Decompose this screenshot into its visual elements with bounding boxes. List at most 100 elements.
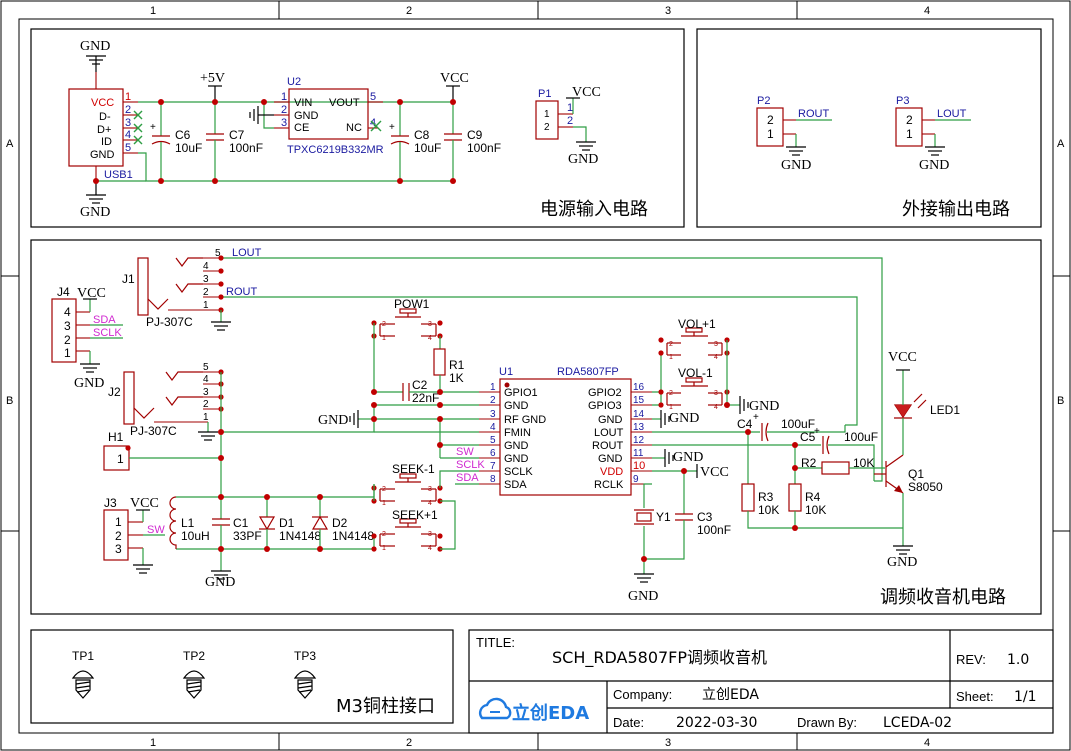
r2-body xyxy=(821,461,850,475)
gnd-label: GND xyxy=(628,589,658,604)
svg-text:1: 1 xyxy=(382,335,386,342)
l1-designator: L1 xyxy=(181,516,195,530)
usb1-pin-dminus: D- xyxy=(99,111,111,123)
u1-pin-gnd-2: GND xyxy=(504,400,529,412)
gnd-symbol xyxy=(249,106,274,124)
tp1-screw-icon xyxy=(71,670,95,699)
j1-designator: J1 xyxy=(122,272,135,286)
j2-part: PJ-307C xyxy=(130,424,177,438)
j4-net-sclk: SCLK xyxy=(93,327,122,339)
u1-pin-9-num: 9 xyxy=(633,474,639,485)
vcc-label: VCC xyxy=(77,286,106,301)
p2-net-rout: ROUT xyxy=(798,108,829,120)
usb1-nc-marks xyxy=(133,110,143,145)
vcc-label: VCC xyxy=(440,71,469,86)
gnd-symbol xyxy=(349,410,359,428)
j1-body xyxy=(137,257,149,316)
u1-pin-1-num: 1 xyxy=(490,382,496,393)
j1-num-1: 1 xyxy=(203,300,209,311)
u1-net-sw: SW xyxy=(456,446,474,458)
u2-pin-vin: VIN xyxy=(294,97,312,109)
c6-designator: C6 xyxy=(175,128,191,142)
svg-text:2: 2 xyxy=(382,321,386,328)
j3-net-sw: SW xyxy=(147,524,165,536)
d1-designator: D1 xyxy=(279,516,295,530)
r3-body xyxy=(741,483,755,512)
r3-designator: R3 xyxy=(758,490,774,504)
u1-pin-sda: SDA xyxy=(504,479,527,491)
j4-num-2: 2 xyxy=(64,333,71,347)
title-block: TITLE: SCH_RDA5807FP调频收音机 REV: 1.0 立创EDA… xyxy=(468,629,1054,734)
ruler-col-1-top: 1 xyxy=(150,5,156,17)
u1-pin-gpio2: GPIO2 xyxy=(588,387,622,399)
p3-designator: P3 xyxy=(896,95,909,107)
gnd-label: GND xyxy=(318,413,348,428)
y1-designator: Y1 xyxy=(656,510,671,524)
p1-num-1-inner: 1 xyxy=(544,109,550,120)
svg-text:1: 1 xyxy=(382,545,386,552)
d2-value: 1N4148 xyxy=(332,529,374,543)
c5-designator: C5 xyxy=(800,430,816,444)
u1-pin-3-num: 3 xyxy=(490,409,496,420)
gnd-symbol xyxy=(925,146,945,156)
pow1-label: POW1 xyxy=(394,297,430,311)
c7-designator: C7 xyxy=(229,128,245,142)
gnd-symbol xyxy=(739,396,749,414)
u2-num-3: 3 xyxy=(281,117,287,129)
y1-body xyxy=(636,512,652,522)
output-section-title: 外接输出电路 xyxy=(902,199,1010,220)
gnd-symbol xyxy=(198,431,218,441)
usb1-num-4: 4 xyxy=(125,129,131,141)
gnd-symbol xyxy=(86,183,106,204)
svg-text:+: + xyxy=(814,426,820,437)
power-section-frame xyxy=(30,28,685,228)
gnd-symbol xyxy=(664,449,674,467)
svg-text:3: 3 xyxy=(714,390,718,397)
svg-text:4: 4 xyxy=(714,404,718,411)
c2-value: 22nF xyxy=(412,391,439,405)
date-label: Date: xyxy=(613,715,644,730)
gnd-symbol xyxy=(211,321,231,331)
j2-num-1: 1 xyxy=(203,412,209,423)
u1-net-sda: SDA xyxy=(456,472,479,484)
gnd-label: GND xyxy=(80,39,110,54)
gnd-symbol xyxy=(80,363,100,373)
u2-num-5: 5 xyxy=(370,91,376,103)
u2-part-number: TPXC6219B332MR xyxy=(287,144,384,156)
drawn-by-value: LCEDA-02 xyxy=(883,715,952,731)
j3-num-2: 2 xyxy=(115,529,122,543)
power-circuit: VCC D- D+ ID GND 1 2 3 4 5 USB1 GND xyxy=(68,39,601,220)
r4-body xyxy=(788,483,802,512)
usb1-pin-dplus: D+ xyxy=(97,124,111,136)
u1-pin-gnd-6: GND xyxy=(504,453,529,465)
p3-num-2-inner: 2 xyxy=(906,113,913,127)
svg-text:3: 3 xyxy=(428,486,432,493)
j1-num-2: 2 xyxy=(203,287,209,298)
svg-text:4: 4 xyxy=(428,335,432,342)
usb1-designator: USB1 xyxy=(104,169,133,181)
d1-body xyxy=(258,516,276,531)
vol-minus-switch xyxy=(666,377,723,406)
h1-num: 1 xyxy=(117,452,124,466)
u1-pin-2-num: 2 xyxy=(490,395,496,406)
p2-designator: P2 xyxy=(757,95,770,107)
ruler-col-3-bottom: 3 xyxy=(665,737,671,749)
j2-num-4: 4 xyxy=(203,374,209,385)
plus5v-label: +5V xyxy=(200,71,225,86)
u1-part: RDA5807FP xyxy=(557,366,619,378)
u1-pin-gnd-11: GND xyxy=(598,453,623,465)
p3-num-1-inner: 1 xyxy=(906,127,913,141)
gnd-label: GND xyxy=(749,399,779,414)
vcc-label: VCC xyxy=(700,465,729,480)
j2-num-3: 3 xyxy=(203,387,209,398)
u1-pin-rout: ROUT xyxy=(592,440,623,452)
vol-plus-switch xyxy=(666,327,723,356)
gnd-label: GND xyxy=(669,411,699,426)
tp3-label: TP3 xyxy=(294,649,316,663)
rev-value: 1.0 xyxy=(1007,652,1029,668)
q1-part: S8050 xyxy=(908,480,943,494)
c8-designator: C8 xyxy=(414,128,430,142)
gnd-label: GND xyxy=(919,158,949,173)
lceda-logo-text: 立创EDA xyxy=(512,702,589,724)
c4-designator: C4 xyxy=(737,417,753,431)
